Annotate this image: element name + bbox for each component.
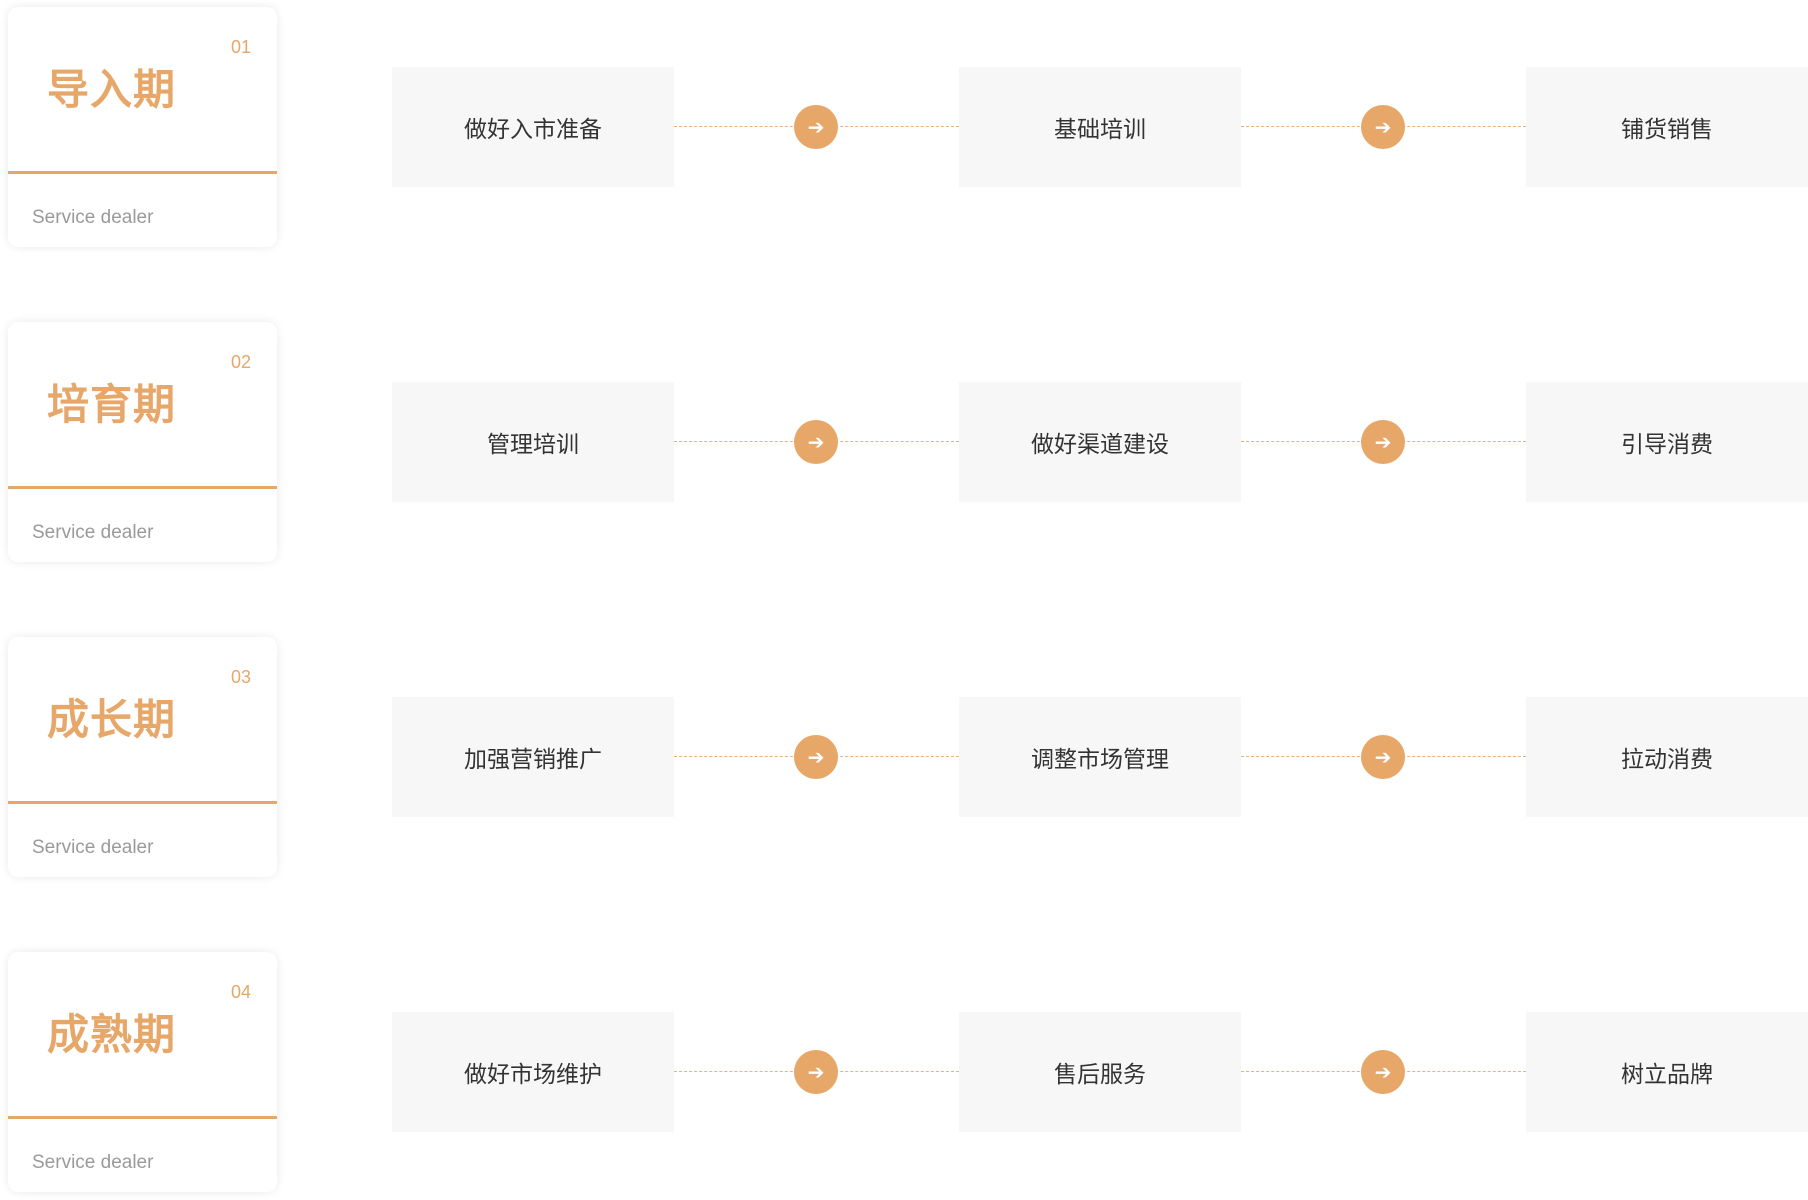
stage-subtitle: Service dealer xyxy=(32,207,154,228)
step-box: 售后服务 xyxy=(959,1012,1241,1132)
step-box: 做好入市准备 xyxy=(392,67,674,187)
arrow-right-icon: ➔ xyxy=(1361,1050,1405,1094)
stage-number: 04 xyxy=(230,982,251,1002)
stage-card: 02 培育期 Service dealer xyxy=(8,322,277,562)
stage-row-3: 03 成长期 Service dealer 加强营销推广 ➔ 调整市场管理 ➔ … xyxy=(0,637,1808,877)
stage-title: 培育期 xyxy=(47,380,177,429)
stage-divider xyxy=(8,801,277,804)
step-box: 树立品牌 xyxy=(1526,1012,1808,1132)
arrow-right-icon: ➔ xyxy=(794,1050,838,1094)
step-box: 做好市场维护 xyxy=(392,1012,674,1132)
stage-divider xyxy=(8,486,277,489)
stage-card: 04 成熟期 Service dealer xyxy=(8,952,277,1192)
stage-subtitle: Service dealer xyxy=(32,522,154,543)
stage-divider xyxy=(8,1116,277,1119)
arrow-right-icon: ➔ xyxy=(794,420,838,464)
arrow-right-icon: ➔ xyxy=(1361,735,1405,779)
step-box: 做好渠道建设 xyxy=(959,382,1241,502)
step-box: 拉动消费 xyxy=(1526,697,1808,817)
step-box: 加强营销推广 xyxy=(392,697,674,817)
stage-title: 导入期 xyxy=(47,65,177,114)
step-box: 基础培训 xyxy=(959,67,1241,187)
step-box: 管理培训 xyxy=(392,382,674,502)
arrow-right-icon: ➔ xyxy=(794,105,838,149)
step-box: 调整市场管理 xyxy=(959,697,1241,817)
step-box: 铺货销售 xyxy=(1526,67,1808,187)
arrow-right-icon: ➔ xyxy=(1361,420,1405,464)
stage-row-4: 04 成熟期 Service dealer 做好市场维护 ➔ 售后服务 ➔ 树立… xyxy=(0,952,1808,1192)
stage-number: 01 xyxy=(230,37,251,57)
stage-card: 03 成长期 Service dealer xyxy=(8,637,277,877)
stage-card: 01 导入期 Service dealer xyxy=(8,7,277,247)
stage-row-2: 02 培育期 Service dealer 管理培训 ➔ 做好渠道建设 ➔ 引导… xyxy=(0,322,1808,562)
stage-subtitle: Service dealer xyxy=(32,1152,154,1173)
stage-number: 03 xyxy=(230,667,251,687)
stage-title: 成长期 xyxy=(47,695,177,744)
stage-number: 02 xyxy=(230,352,251,372)
arrow-right-icon: ➔ xyxy=(794,735,838,779)
stage-subtitle: Service dealer xyxy=(32,837,154,858)
stage-row-1: 01 导入期 Service dealer 做好入市准备 ➔ 基础培训 ➔ 铺货… xyxy=(0,7,1808,247)
stage-title: 成熟期 xyxy=(47,1010,177,1059)
arrow-right-icon: ➔ xyxy=(1361,105,1405,149)
step-box: 引导消费 xyxy=(1526,382,1808,502)
stage-divider xyxy=(8,171,277,174)
